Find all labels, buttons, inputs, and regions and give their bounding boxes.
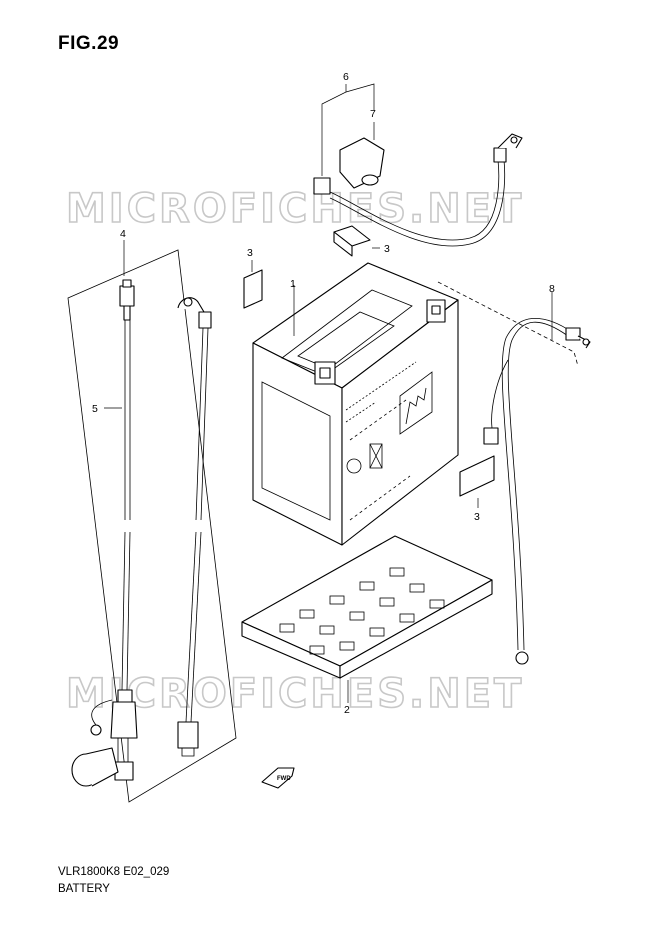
pad-part-3-left xyxy=(243,269,263,309)
model-code: VLR1800K8 E02_029 xyxy=(58,866,170,878)
cable-part-3-left xyxy=(177,297,212,757)
callout-4: 4 xyxy=(120,228,126,240)
harness-part-5 xyxy=(71,279,138,787)
watermark-top: MICROFICHES.NET xyxy=(66,186,524,232)
figure-name: BATTERY xyxy=(58,883,110,895)
leader-lines xyxy=(104,83,553,703)
callout-6: 6 xyxy=(343,71,349,83)
battery-tray-part-2 xyxy=(241,535,493,679)
fwd-arrow-icon: FWD xyxy=(261,767,295,789)
callout-3-upper: 3 xyxy=(384,243,390,255)
callout-7: 7 xyxy=(370,108,376,120)
fwd-label: FWD xyxy=(277,776,291,782)
battery-part-1 xyxy=(252,262,459,546)
watermark-bottom: MICROFICHES.NET xyxy=(66,671,524,717)
pad-part-3-upper xyxy=(333,225,371,257)
negative-cable-part-8 xyxy=(483,318,591,665)
pad-part-3-right xyxy=(459,455,495,497)
callout-1: 1 xyxy=(290,278,296,290)
figure-title: FIG.29 xyxy=(58,33,120,54)
subassembly-frame xyxy=(67,249,237,803)
callout-5: 5 xyxy=(92,403,98,415)
callout-2: 2 xyxy=(344,704,350,716)
terminal-cap-part-7 xyxy=(339,137,385,189)
callout-3-left: 3 xyxy=(247,247,253,259)
callout-3-right: 3 xyxy=(474,511,480,523)
positive-cable-part-6 xyxy=(313,133,523,247)
callout-8: 8 xyxy=(549,283,555,295)
